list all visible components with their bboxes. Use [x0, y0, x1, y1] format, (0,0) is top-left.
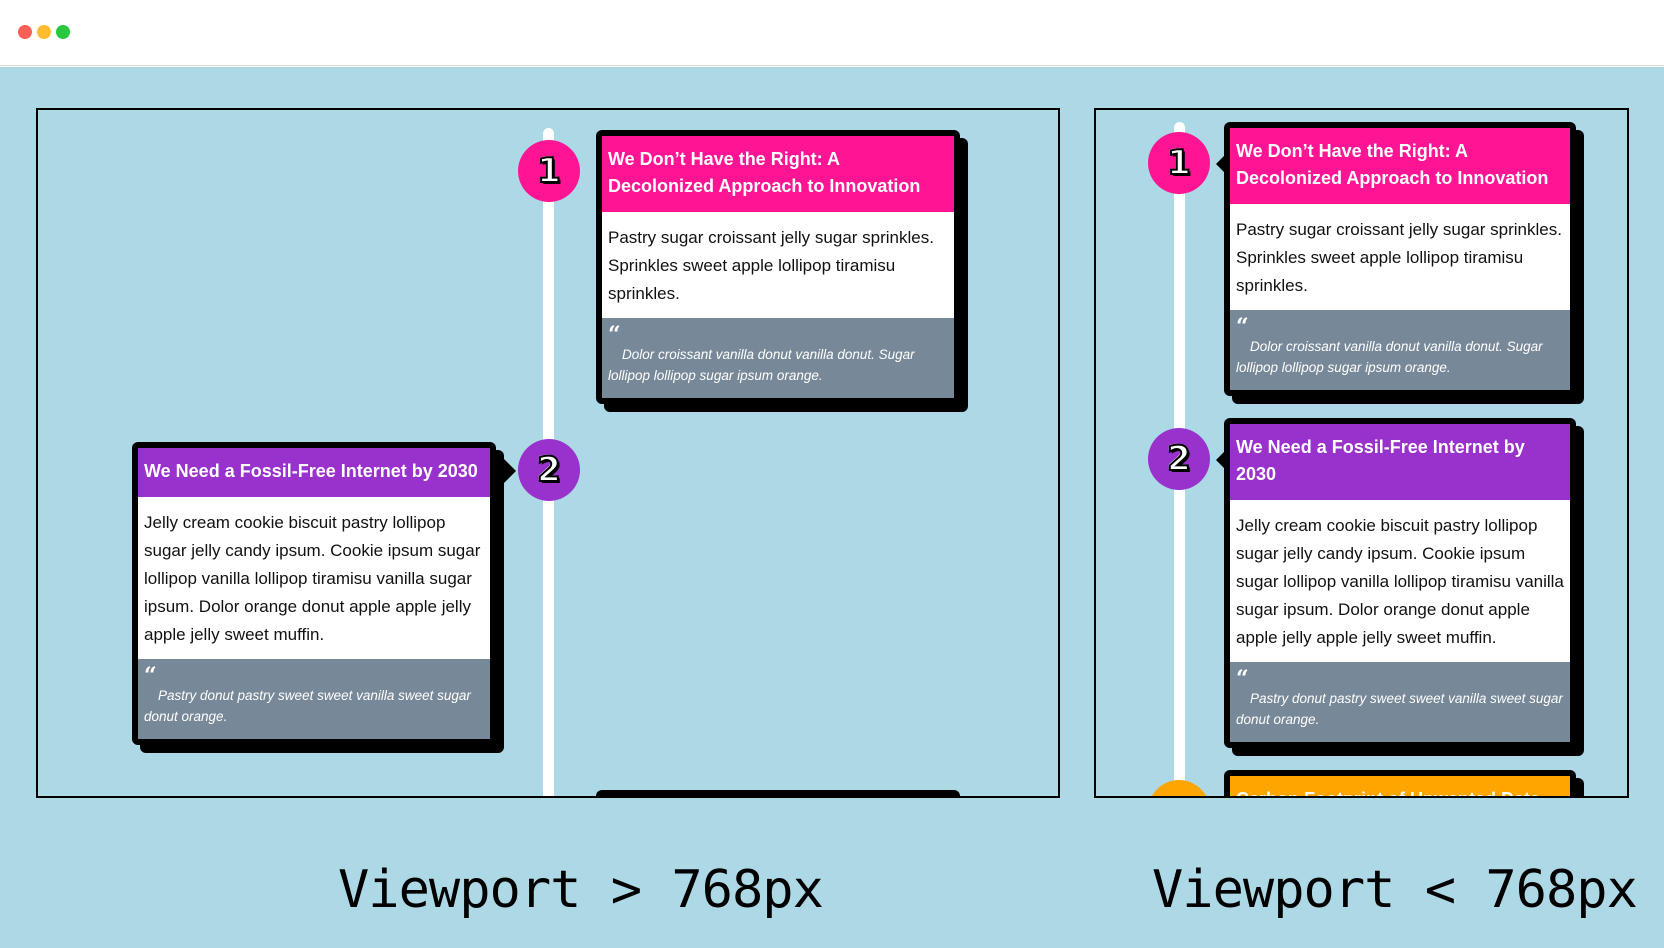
quote-icon: “ [1236, 314, 1249, 340]
minimize-window-button[interactable] [37, 25, 51, 39]
timeline-card-2: We Need a Fossil-Free Internet by 2030 J… [132, 442, 496, 745]
quote-text: Dolor croissant vanilla donut vanilla do… [1236, 339, 1543, 375]
card-title: We Need a Fossil-Free Internet by 2030 [138, 448, 490, 497]
timeline-badge-3 [1148, 780, 1210, 796]
timeline-card-1: We Don’t Have the Right: A Decolonized A… [1224, 122, 1576, 396]
caption-narrow: Viewport < 768px [1152, 860, 1638, 920]
card-body: Pastry sugar croissant jelly sugar sprin… [602, 212, 954, 318]
badge-number: 2 [536, 449, 562, 491]
browser-chrome [0, 0, 1664, 66]
card-body: Jelly cream cookie biscuit pastry lollip… [138, 497, 490, 659]
timeline-badge-2: 2 [518, 439, 580, 501]
card-quote: “ Pastry donut pastry sweet sweet vanill… [1230, 662, 1570, 742]
card-title: Carbon Footprint of Unwanted Data [1230, 776, 1570, 796]
page-canvas: 1 We Don’t Have the Right: A Decolonized… [0, 67, 1664, 948]
quote-icon: “ [144, 663, 157, 689]
card-body: Pastry sugar croissant jelly sugar sprin… [1230, 204, 1570, 310]
caption-wide: Viewport > 768px [338, 860, 824, 920]
timeline-card-3: Carbon Footprint of Unwanted Data [1224, 770, 1576, 796]
card-quote: “ Pastry donut pastry sweet sweet vanill… [138, 659, 490, 739]
timeline-badge-1: 1 [518, 140, 580, 202]
timeline-card-1: We Don’t Have the Right: A Decolonized A… [596, 130, 960, 404]
timeline-badge-2: 2 [1148, 428, 1210, 490]
quote-text: Dolor croissant vanilla donut vanilla do… [608, 347, 915, 383]
badge-number: 2 [1166, 438, 1192, 480]
card-title: We Don’t Have the Right: A Decolonized A… [1230, 128, 1570, 204]
card-title: We Don’t Have the Right: A Decolonized A… [602, 136, 954, 212]
viewport-wide-preview: 1 We Don’t Have the Right: A Decolonized… [36, 108, 1060, 798]
quote-text: Pastry donut pastry sweet sweet vanilla … [1236, 691, 1563, 727]
card-pointer [504, 459, 516, 483]
card-body: Jelly cream cookie biscuit pastry lollip… [1230, 500, 1570, 662]
card-title: Carbon Footprint of Unwanted Data [602, 796, 954, 798]
badge-number: 1 [1166, 142, 1192, 184]
timeline-badge-1: 1 [1148, 132, 1210, 194]
card-quote: “ Dolor croissant vanilla donut vanilla … [1230, 310, 1570, 390]
quote-icon: “ [608, 322, 621, 348]
quote-text: Pastry donut pastry sweet sweet vanilla … [144, 688, 471, 724]
timeline-card-2: We Need a Fossil-Free Internet by 2030 J… [1224, 418, 1576, 748]
viewport-narrow-preview: 1 We Don’t Have the Right: A Decolonized… [1094, 108, 1629, 798]
timeline-card-3: Carbon Footprint of Unwanted Data [596, 790, 960, 798]
badge-number: 1 [536, 150, 562, 192]
card-quote: “ Dolor croissant vanilla donut vanilla … [602, 318, 954, 398]
zoom-window-button[interactable] [56, 25, 70, 39]
card-title: We Need a Fossil-Free Internet by 2030 [1230, 424, 1570, 500]
close-window-button[interactable] [18, 25, 32, 39]
quote-icon: “ [1236, 666, 1249, 692]
